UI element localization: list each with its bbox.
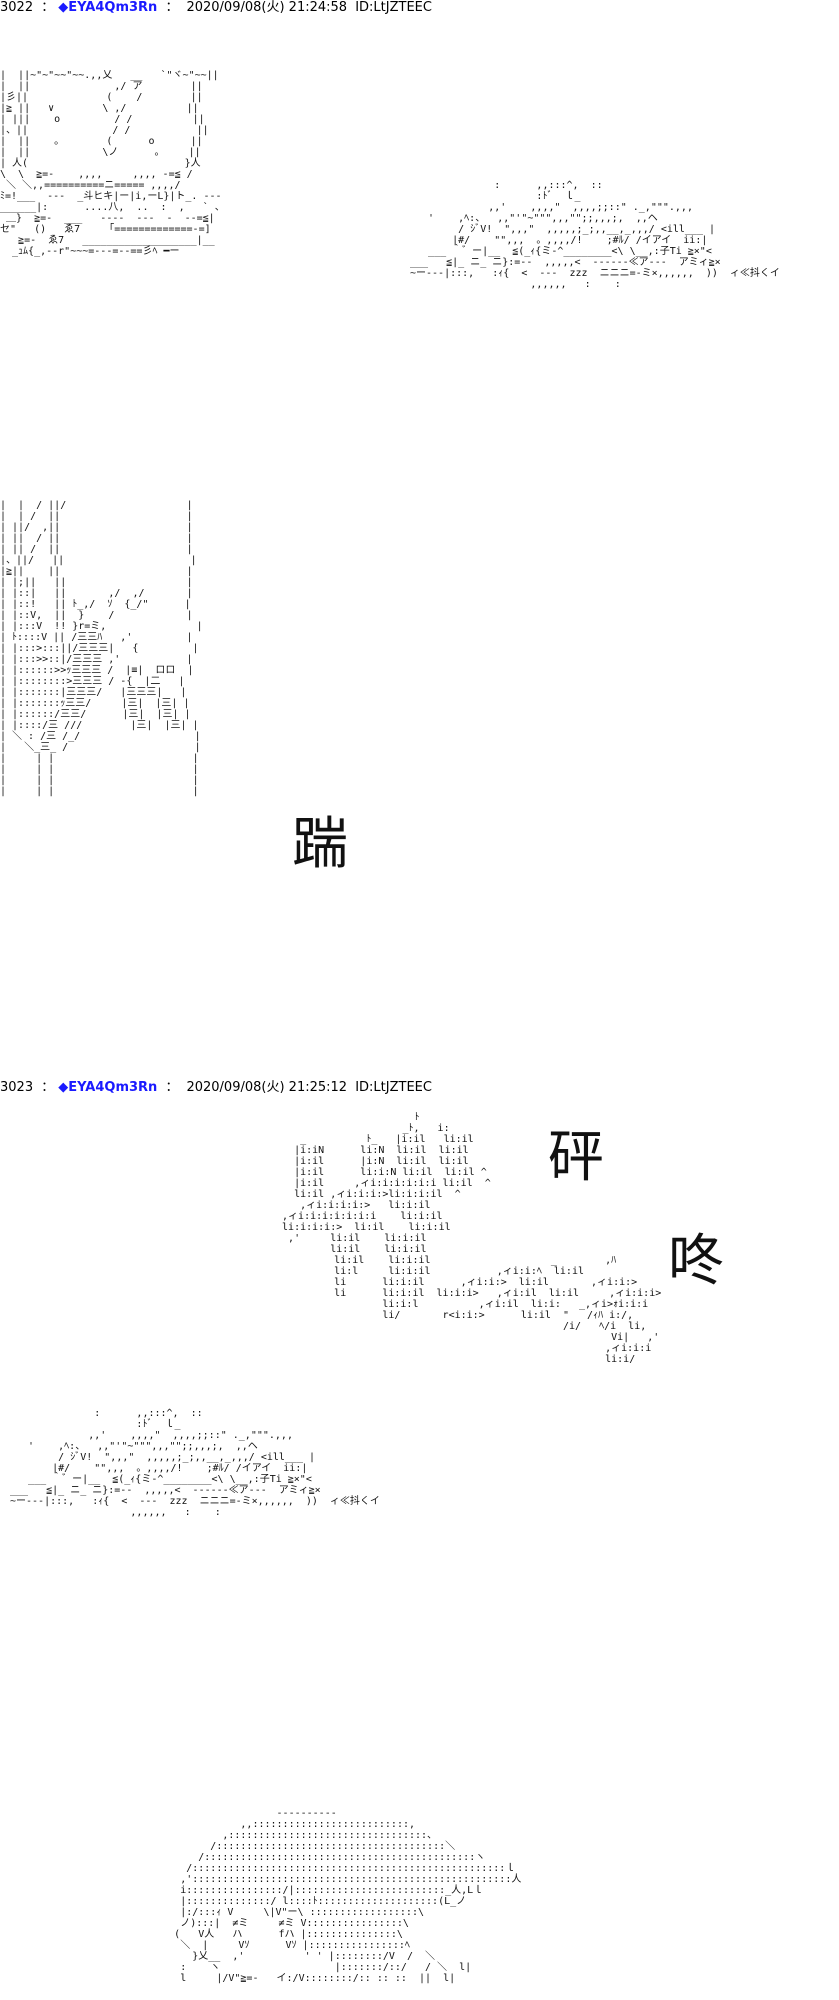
header-separator: ：: [41, 0, 55, 15]
face-ascii-art: ---------- ,,::::::::::::::::::::::::::,…: [174, 1808, 522, 1984]
sound-effect-thud: 咚: [668, 1229, 724, 1294]
figure-ascii-art: | | / ||/ | | | / || | | ||/ ,|| | | || …: [0, 500, 203, 797]
poster-id[interactable]: ID:LtJZTEEC: [355, 0, 432, 15]
sound-effect-bang: 砰: [548, 1125, 604, 1190]
post-header-3022: 3022 ：◆EYA4Qm3Rn ：2020/09/08(火) 21:24:58…: [0, 0, 432, 16]
post-number[interactable]: 3022: [0, 0, 34, 15]
crack-ascii-art: ﾄ _ﾄ, i: _ ﾄ_ |i:il li:il |i:iN li:N li:…: [282, 1112, 491, 1255]
post-number[interactable]: 3023: [0, 1080, 34, 1095]
post-date: 2020/09/08(火) 21:24:58: [186, 0, 348, 15]
post-header-3023: 3023 ：◆EYA4Qm3Rn ：2020/09/08(火) 21:25:12…: [0, 1080, 432, 1096]
sound-effect-kick: 踹: [292, 812, 348, 877]
header-separator: ：: [41, 1080, 55, 1095]
rubble-ascii-art: : ,,:::^, :: :ﾄﾞ ｌ_ ,,' ,,,," ,,,,;;::" …: [410, 180, 780, 290]
header-separator: ：: [165, 1080, 179, 1095]
poster-trip[interactable]: ◆EYA4Qm3Rn: [58, 1080, 158, 1095]
poster-id[interactable]: ID:LtJZTEEC: [355, 1080, 432, 1095]
post-date: 2020/09/08(火) 21:25:12: [186, 1080, 348, 1095]
poster-trip[interactable]: ◆EYA4Qm3Rn: [58, 0, 158, 15]
rubble-ascii-art: : ,,:::^, :: :ﾄﾞ ｌ_ ,,' ,,,," ,,,,;;::" …: [10, 1408, 380, 1518]
monitor-ascii-art: | ||~"~"~~"~~.,,乂 __ `"ヾ~"~~|| | || ,/ ア…: [0, 70, 225, 257]
crack-ascii-art-lower: li:il li:i:il _ ,ﾊ li:l li:i:il ,ィi:i:ﾍ …: [334, 1255, 662, 1365]
header-separator: ：: [165, 0, 179, 15]
